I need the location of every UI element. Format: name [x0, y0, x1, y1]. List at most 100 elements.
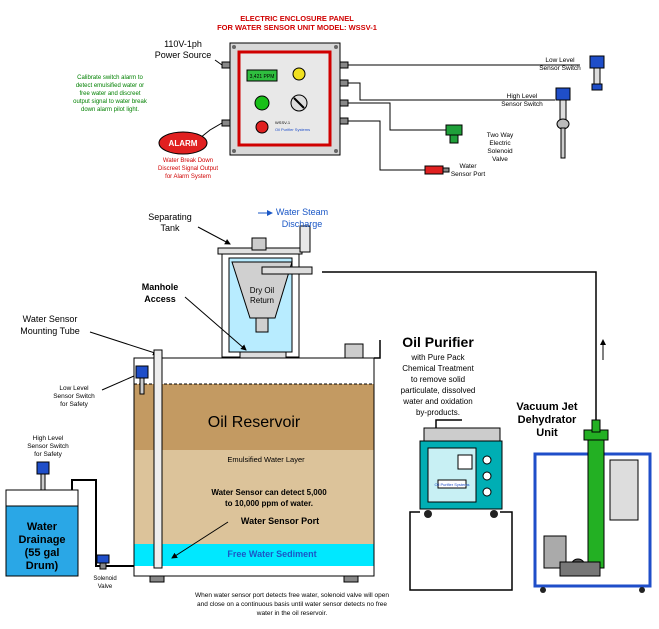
oil-reservoir-tank [133, 343, 375, 583]
yellow-indicator-light [292, 67, 306, 81]
alarm-light[interactable] [158, 131, 208, 155]
svg-text:Sensor Switch: Sensor Switch [27, 443, 69, 450]
solenoid-label: Two Way Electric Solenoid Valve [487, 132, 514, 163]
footer-note: When water sensor port detects free wate… [195, 592, 389, 617]
svg-text:Water: Water [27, 521, 58, 533]
svg-text:Sensor Switch: Sensor Switch [53, 393, 95, 400]
two-way-solenoid-valve [445, 124, 463, 144]
dehydrator-line1: Vacuum Jet [516, 401, 577, 413]
reservoir-detect-line1: Water Sensor can detect 5,000 [211, 488, 327, 497]
high-level-sensor-switch-right [555, 87, 571, 159]
calibrate-note: Calibrate switch alarm to detect emulsif… [73, 75, 148, 113]
svg-text:down alarm pilot light.: down alarm pilot light. [81, 107, 139, 113]
svg-text:for Safety: for Safety [60, 401, 89, 408]
purifier-outlet-pipe [435, 419, 462, 428]
water-port-line2: Sensor Port [451, 171, 486, 178]
green-pilot-light[interactable] [254, 95, 270, 111]
purifier-title: Oil Purifier [402, 334, 474, 350]
purifier-inlet-pipe [374, 340, 381, 359]
alarm-note: Water Break Down Discreet Signal Output … [158, 158, 218, 180]
purifier-brand: Oil Purifier Systems [434, 482, 469, 487]
low-level-right-line1: Low Level [545, 57, 575, 64]
svg-text:detect emulsified water or: detect emulsified water or [76, 83, 144, 89]
water-sensor-port-unit [424, 165, 450, 175]
svg-text:water and oxidation: water and oxidation [402, 397, 472, 406]
svg-text:water in the oil reservoir.: water in the oil reservoir. [256, 610, 328, 617]
drain-pipe [71, 479, 134, 567]
svg-text:output signal to water break: output signal to water break [73, 99, 148, 105]
svg-text:(55 gal: (55 gal [25, 547, 60, 559]
svg-text:by-products.: by-products. [416, 408, 460, 417]
water-drainage-drum [5, 489, 79, 577]
panel-title-line1: ELECTRIC ENCLOSURE PANEL [240, 14, 354, 23]
dry-oil-line1: Dry Oil [250, 286, 275, 295]
svg-text:Drum): Drum) [26, 560, 59, 572]
low-level-sensor-switch-left [135, 365, 149, 395]
oil-purifier-unit [419, 427, 503, 518]
svg-text:to remove solid: to remove solid [411, 375, 465, 384]
panel-wiring [199, 59, 580, 171]
reservoir-port: Water Sensor Port [241, 516, 319, 526]
low-level-right-line2: Sensor Switch [539, 65, 581, 72]
electric-panel: 3,421 PPM WSSV-1 Oil Purifier Systems [221, 42, 349, 156]
separating-tank [217, 225, 313, 358]
ppm-display-value: 3,421 PPM [250, 74, 275, 80]
high-level-right-line2: Sensor Switch [501, 101, 543, 108]
separating-tank-line2: Tank [160, 223, 180, 233]
svg-text:and close on a continuous basi: and close on a continuous basis until wa… [197, 601, 387, 608]
return-pipe-to-separator [322, 271, 597, 420]
svg-text:When water sensor port detects: When water sensor port detects free wate… [195, 592, 389, 599]
svg-text:with Pure Pack: with Pure Pack [410, 353, 465, 362]
separating-tank-line1: Separating [148, 212, 192, 222]
svg-text:Low Level: Low Level [59, 385, 89, 392]
steam-line2: Discharge [282, 219, 323, 229]
power-source-line1: 110V-1ph [164, 39, 202, 49]
low-level-sensor-switch-right [589, 55, 605, 91]
dehydrator-line2: Dehydrator [518, 414, 577, 426]
alarm-label: ALARM [169, 139, 198, 148]
svg-text:free water and discreet: free water and discreet [79, 91, 140, 97]
solenoid-small-line2: Valve [98, 584, 113, 590]
low-level-left-label: Low Level Sensor Switch for Safety [53, 385, 95, 408]
svg-text:Valve: Valve [492, 156, 508, 163]
svg-text:Drainage: Drainage [18, 534, 65, 546]
svg-text:Calibrate switch alarm to: Calibrate switch alarm to [77, 75, 143, 81]
purifier-description: with Pure Pack Chemical Treatment to rem… [401, 353, 476, 417]
svg-text:Discreet Signal Output: Discreet Signal Output [158, 166, 218, 172]
svg-text:Solenoid: Solenoid [487, 148, 513, 155]
vacuum-jet-dehydrator [533, 419, 652, 593]
reservoir-free-water: Free Water Sediment [227, 549, 316, 559]
panel-brand-line1: WSSV-1 [275, 120, 291, 125]
dry-oil-line2: Return [250, 296, 274, 305]
manhole-line2: Access [144, 294, 176, 304]
reservoir-detect-line2: to 10,000 ppm of water. [225, 499, 313, 508]
high-level-left-label: High Level Sensor Switch for Safety [27, 435, 69, 458]
svg-text:Water Break Down: Water Break Down [163, 158, 213, 164]
svg-text:for Alarm System: for Alarm System [165, 174, 211, 180]
drainage-label: Water Drainage (55 gal Drum) [18, 521, 65, 572]
svg-text:for Safety: for Safety [34, 451, 63, 458]
power-source-line2: Power Source [155, 50, 212, 60]
panel-brand-line2: Oil Purifier Systems [275, 127, 310, 132]
dehydrator-line3: Unit [536, 427, 558, 439]
manhole-cover [239, 351, 287, 359]
reservoir-emulsified: Emulsified Water Layer [227, 455, 305, 464]
solenoid-small-line1: Solenoid [93, 576, 116, 582]
high-level-right-line1: High Level [507, 93, 538, 100]
mounting-tube-line1: Water Sensor [23, 314, 78, 324]
svg-text:Two Way: Two Way [487, 132, 514, 139]
svg-text:Chemical Treatment: Chemical Treatment [402, 364, 474, 373]
panel-title-line2: FOR WATER SENSOR UNIT MODEL: WSSV-1 [217, 23, 377, 32]
ppm-display [246, 69, 278, 82]
purifier-to-dehydrator-pipe [409, 511, 513, 591]
reservoir-title: Oil Reservoir [208, 414, 301, 431]
mounting-tube-line2: Mounting Tube [20, 326, 80, 336]
red-alarm-light[interactable] [255, 120, 269, 134]
water-port-line1: Water [459, 163, 477, 170]
svg-text:particulate, dissolved: particulate, dissolved [401, 386, 476, 395]
svg-text:Electric: Electric [489, 140, 511, 147]
manhole-line1: Manhole [142, 282, 179, 292]
small-solenoid-valve [96, 554, 110, 570]
svg-text:High Level: High Level [33, 435, 64, 442]
